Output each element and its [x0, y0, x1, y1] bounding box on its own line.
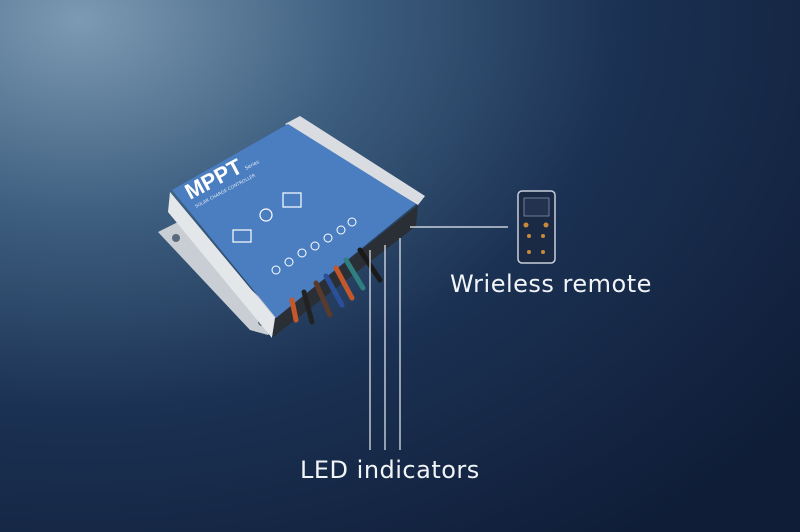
device-left-side — [168, 192, 275, 338]
battery-icon — [232, 229, 252, 243]
remote-icon — [517, 190, 556, 264]
device-top — [172, 124, 416, 318]
remote-label: Wrieless remote — [450, 270, 652, 298]
terminal-symbols — [271, 217, 357, 275]
led-label: LED indicators — [300, 456, 480, 484]
heatsink-fins — [285, 116, 425, 205]
solar-panel-icon — [282, 192, 302, 208]
bulb-icon — [259, 208, 273, 222]
callout-lines — [369, 226, 508, 450]
